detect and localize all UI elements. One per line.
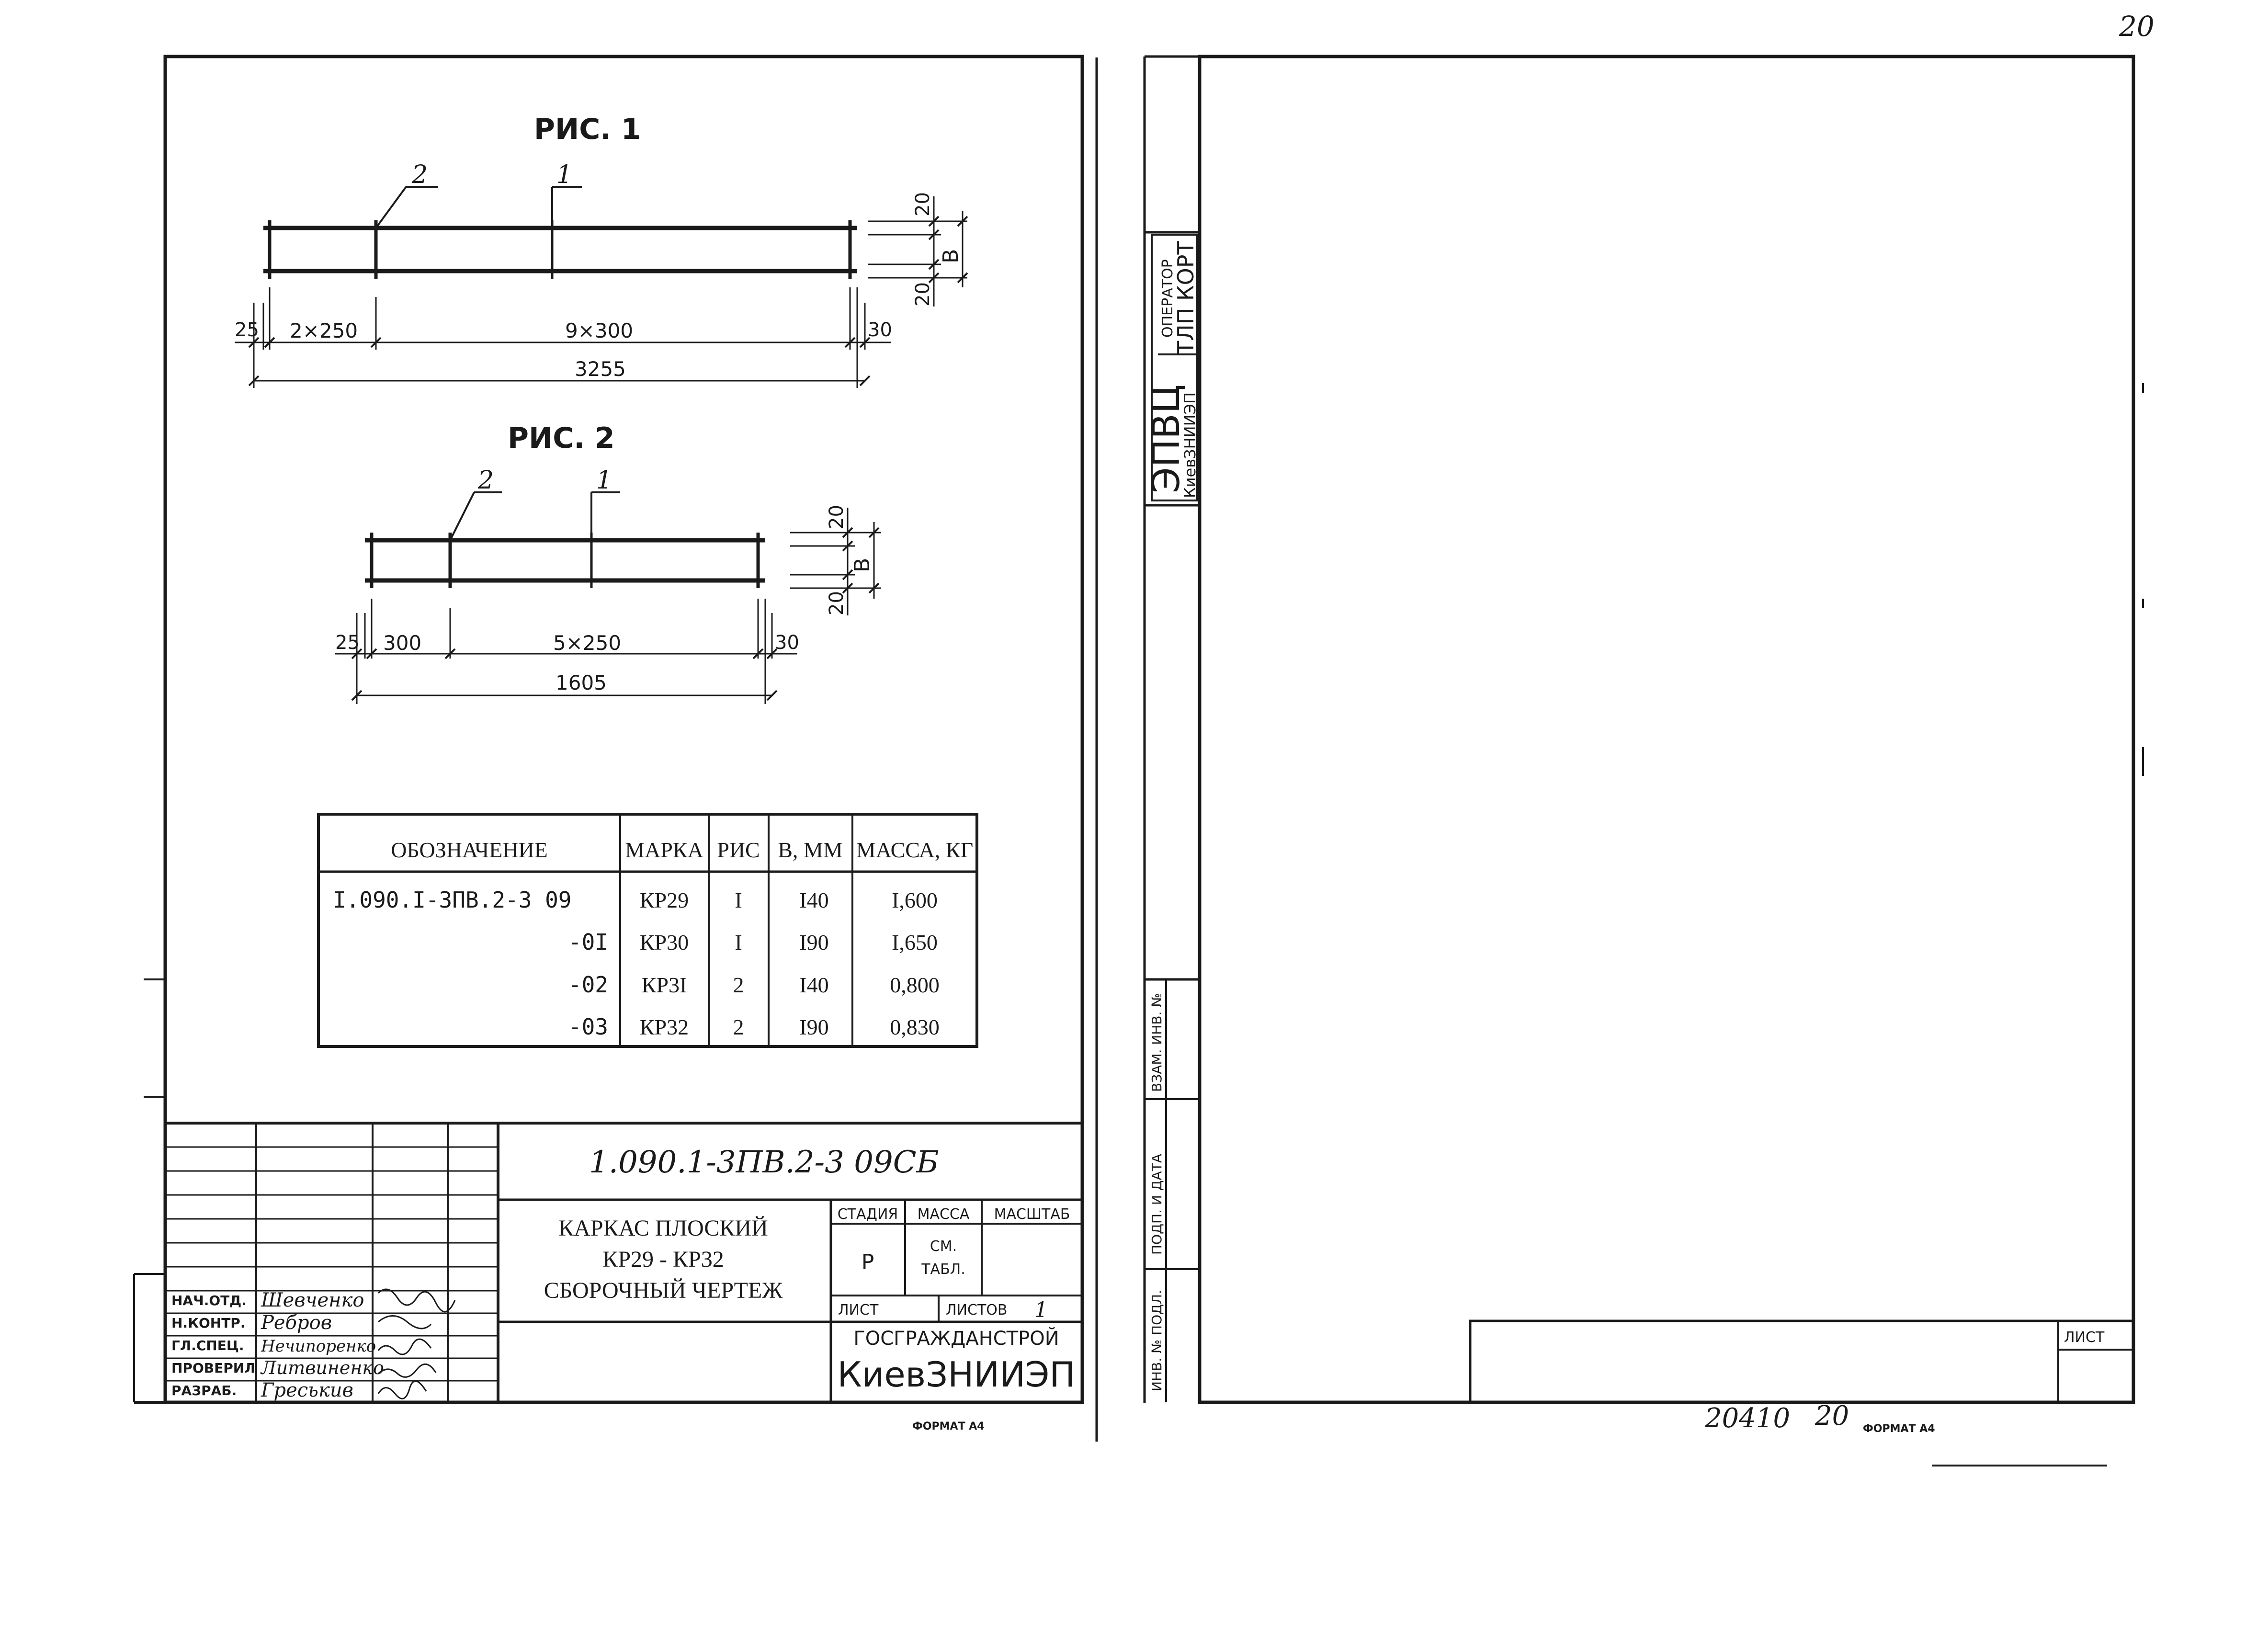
figure-1: РИС. 1 2 1	[235, 113, 968, 388]
mass-header: МАССА	[918, 1206, 970, 1223]
stamp-main: ЭПВЦ	[1145, 385, 1188, 493]
fig2-vdim-top: 20	[826, 505, 848, 529]
document-code: 1.090.1-3ПВ.2-3 09СБ	[589, 1145, 939, 1180]
spec-header-designation: ОБОЗНАЧЕНИЕ	[391, 838, 548, 862]
drawing-title-line-3: СБОРОЧНЫЙ ЧЕРТЕЖ	[544, 1278, 783, 1303]
format-label-right: ФОРМАТ А4	[1863, 1423, 1935, 1435]
sheet-label: ЛИСТ	[838, 1302, 879, 1318]
stamp-sub: КиевЗНИИЭП	[1181, 392, 1199, 498]
table-row: -03 КР32 2 I90 0,830	[568, 1014, 940, 1040]
fig1-dim-9x300: 9×300	[565, 319, 633, 342]
svg-text:-0I: -0I	[568, 929, 608, 955]
fig2-vdim-b: В	[850, 558, 874, 572]
fig2-dim-30: 30	[775, 632, 799, 654]
left-sheet: РИС. 1 2 1	[133, 55, 1098, 1442]
name-chief-spec: Нечипоренко	[261, 1337, 376, 1356]
svg-text:I90: I90	[799, 930, 828, 955]
table-row: -02 КР3I 2 I40 0,800	[568, 972, 940, 998]
title-block: 1.090.1-3ПВ.2-3 09СБ КАРКАС ПЛОСКИЙ КР29…	[133, 1122, 1082, 1432]
drawing-title-line-2: КР29 - КР32	[602, 1247, 724, 1272]
fig2-leader-1: 1	[596, 466, 612, 495]
spec-table: ОБОЗНАЧЕНИЕ МАРКА РИС В, ММ МАССА, КГ I.…	[317, 813, 978, 1048]
spec-header-fig: РИС	[717, 838, 760, 862]
svg-text:0,830: 0,830	[890, 1015, 940, 1039]
fig1-dim-30: 30	[868, 319, 892, 341]
fig2-dim-300: 300	[383, 631, 421, 655]
page-number: 20	[2119, 10, 2155, 43]
svg-text:КР32: КР32	[640, 1015, 689, 1039]
spec-header-mark: МАРКА	[625, 838, 703, 862]
fig2-dim-5x250: 5×250	[553, 631, 621, 655]
svg-text:I: I	[735, 888, 742, 912]
spec-header-mass: МАССА, КГ	[856, 838, 973, 862]
right-sheet: ОПЕРАТОР ТЛП КОРТ ЭПВЦ КиевЗНИИЭП ИНВ. №…	[1143, 55, 2135, 1466]
format-label-left: ФОРМАТ А4	[912, 1421, 985, 1432]
svg-text:КР29: КР29	[640, 888, 689, 912]
table-row: -0I КР30 I I90 I,650	[568, 929, 938, 955]
svg-text:I.090.I-3ПВ.2-3 09: I.090.I-3ПВ.2-3 09	[333, 887, 572, 913]
fig2-leader-2: 2	[477, 466, 494, 495]
fig2-title: РИС. 2	[508, 421, 615, 455]
svg-text:-03: -03	[568, 1014, 608, 1040]
fig1-vdim-top: 20	[912, 192, 934, 216]
fig1-dim-25: 25	[235, 319, 259, 341]
stage-header: СТАДИЯ	[838, 1206, 898, 1223]
mass-value-1: СМ.	[930, 1238, 957, 1255]
fig2-dim-1605: 1605	[556, 671, 607, 694]
stamp-operator-label: ОПЕРАТОР	[1159, 259, 1176, 338]
role-chief: НАЧ.ОТД.	[171, 1293, 247, 1308]
fig1-vdim-bottom: 20	[912, 282, 934, 307]
name-norm-control: Ребров	[261, 1312, 332, 1334]
sheets-label: ЛИСТОВ	[946, 1302, 1007, 1318]
svg-text:I40: I40	[799, 888, 828, 912]
field-replace-inv: ВЗАМ. ИНВ. №	[1149, 993, 1165, 1092]
svg-text:I,600: I,600	[892, 888, 938, 912]
org-top: ГОСГРАЖДАНСТРОЙ	[853, 1327, 1059, 1350]
fig1-title: РИС. 1	[534, 113, 641, 146]
role-chief-spec: ГЛ.СПЕЦ.	[171, 1338, 244, 1353]
stage-value: Р	[862, 1250, 874, 1274]
svg-text:КР30: КР30	[640, 930, 689, 955]
sheets-value: 1	[1034, 1298, 1048, 1322]
scan-marks	[144, 383, 2144, 1098]
mass-value-2: ТАБЛ.	[921, 1261, 965, 1278]
role-checked: ПРОВЕРИЛ	[171, 1360, 255, 1376]
fig2-vdim-bottom: 20	[826, 591, 848, 615]
role-developed: РАЗРАБ.	[171, 1383, 237, 1398]
svg-text:I40: I40	[799, 973, 828, 997]
footer-number: 20410	[1704, 1403, 1790, 1434]
svg-text:0,800: 0,800	[890, 973, 940, 997]
spec-header-b: В, ММ	[778, 838, 842, 862]
name-chief: Шевченко	[261, 1289, 364, 1311]
scale-header: МАСШТАБ	[994, 1206, 1070, 1223]
field-sign-date: ПОДП. И ДАТА	[1149, 1154, 1165, 1255]
name-checked: Литвиненко	[260, 1357, 384, 1378]
fig1-leader-1: 1	[556, 160, 572, 189]
svg-text:I,650: I,650	[892, 930, 938, 955]
signatures	[377, 1288, 456, 1399]
table-row: I.090.I-3ПВ.2-3 09 КР29 I I40 I,600	[333, 887, 938, 913]
name-developed: Греськив	[261, 1379, 353, 1401]
footer-page: 20	[1814, 1400, 1849, 1432]
field-inv-orig: ИНВ. № ПОДЛ.	[1149, 1290, 1165, 1391]
drawing-title-line-1: КАРКАС ПЛОСКИЙ	[558, 1216, 768, 1241]
svg-text:КР3I: КР3I	[642, 973, 687, 997]
svg-text:2: 2	[733, 1015, 744, 1039]
stamp-operator-value: ТЛП КОРТ	[1173, 240, 1199, 355]
fig2-dim-25: 25	[335, 632, 360, 654]
fig1-vdim-b: В	[939, 249, 963, 263]
fig1-dim-2x250: 2×250	[290, 319, 358, 342]
figure-2: РИС. 2 2 1	[335, 421, 881, 704]
fig1-dim-3255: 3255	[575, 357, 626, 381]
fig1-leader-2: 2	[411, 160, 428, 189]
svg-text:I: I	[735, 930, 742, 955]
right-frame	[1198, 55, 2135, 1404]
svg-text:I90: I90	[799, 1015, 828, 1039]
svg-text:2: 2	[733, 973, 744, 997]
right-sheet-label: ЛИСТ	[2064, 1329, 2105, 1346]
org-main: КиевЗНИИЭП	[837, 1354, 1075, 1395]
svg-text:-02: -02	[568, 972, 608, 998]
role-norm-control: Н.КОНТР.	[171, 1315, 245, 1331]
